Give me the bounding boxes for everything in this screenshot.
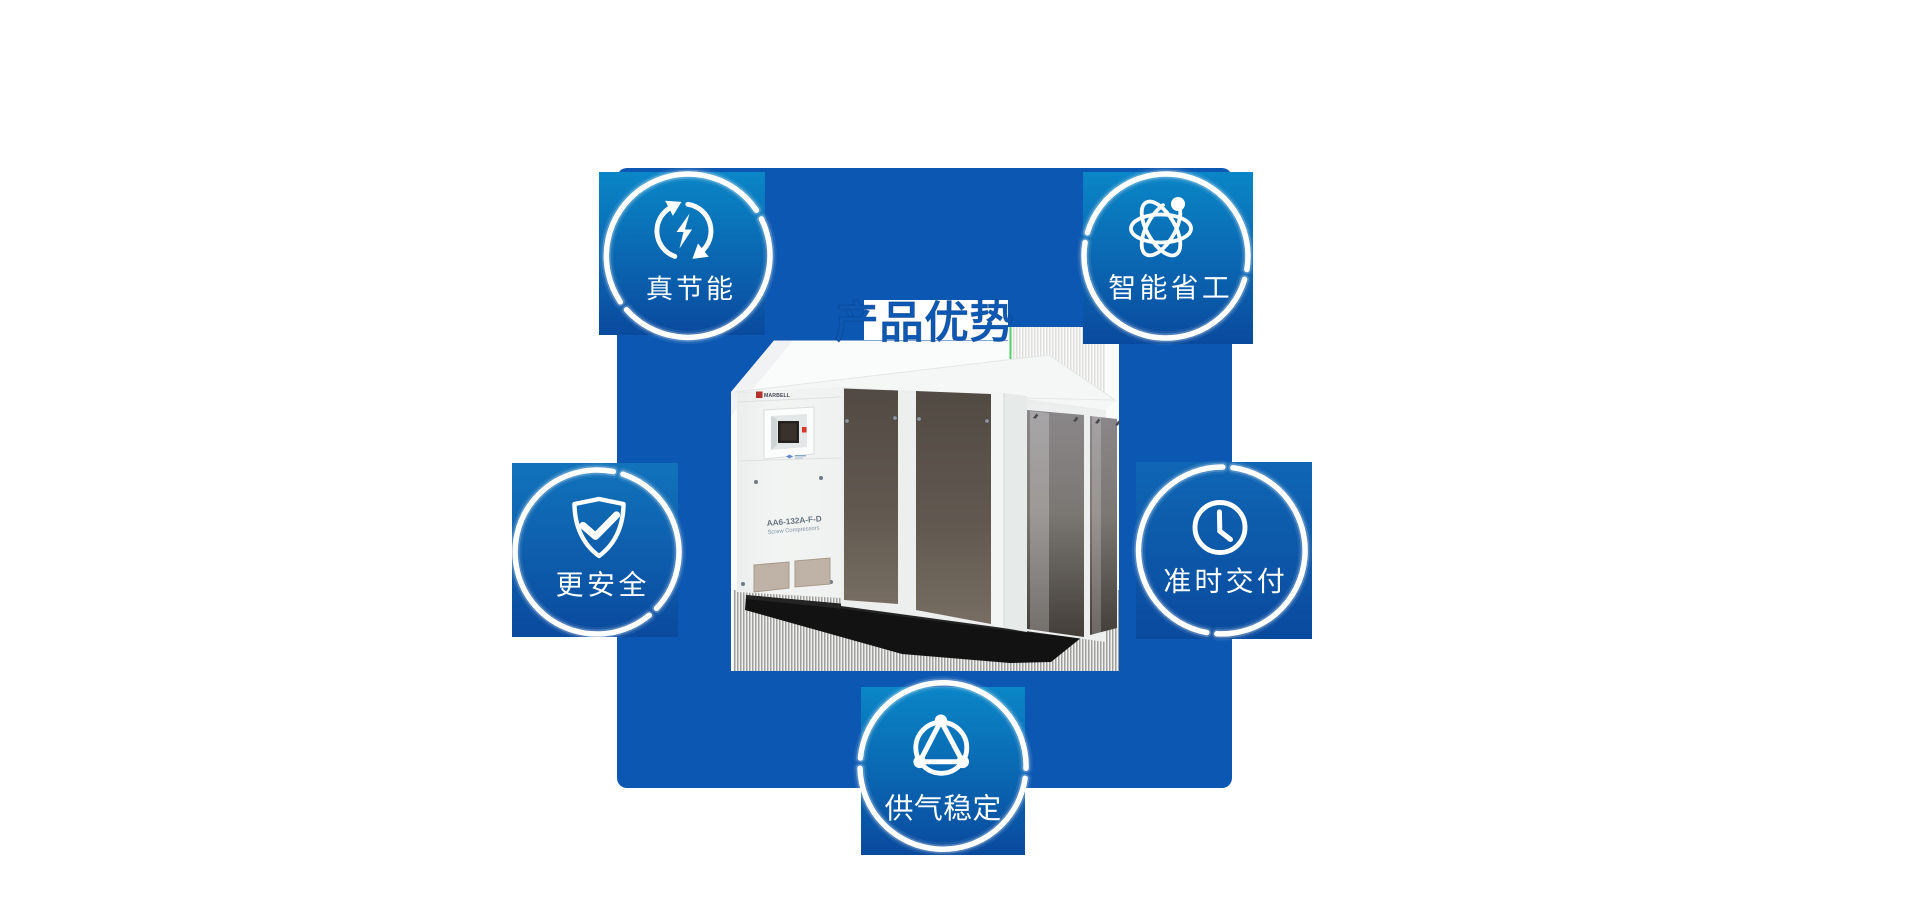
svg-text:MARBELL: MARBELL bbox=[764, 393, 791, 399]
svg-text:Screw Compressors: Screw Compressors bbox=[767, 525, 820, 536]
